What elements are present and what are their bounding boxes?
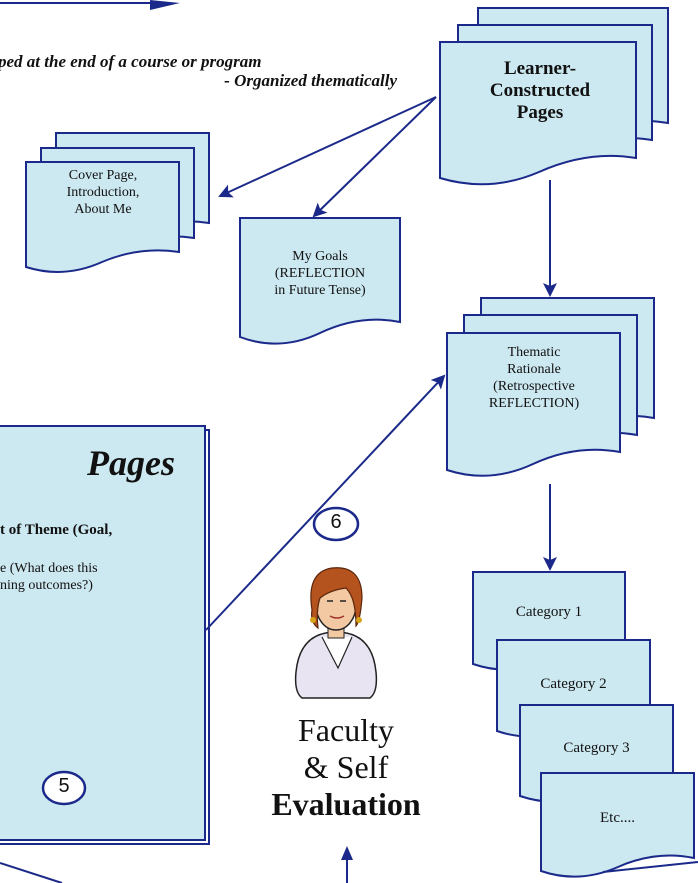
thematic-line-1: Thematic (507, 345, 561, 360)
header-line-2: - Organized thematically (224, 71, 397, 90)
category-3-label: Category 3 (563, 740, 630, 756)
thematic-line-3: (Retrospective (493, 379, 575, 394)
my-goals-line-1: My Goals (292, 249, 348, 264)
badge-5-number: 5 (58, 775, 70, 797)
cover-page-line-2: Introduction, (66, 185, 140, 200)
pages-panel-line-2b: ning outcomes?) (0, 578, 93, 593)
learner-pages-label: Learner- Constructed Pages (460, 58, 620, 124)
learner-pages-line-2: Constructed (489, 80, 591, 101)
learner-pages-stack (439, 7, 669, 186)
evaluation-label: Faculty & Self Evaluation (256, 712, 436, 823)
evaluation-line-3: Evaluation (271, 786, 421, 822)
thematic-label: Thematic Rationale (Retrospective REFLEC… (450, 344, 618, 412)
thematic-stack (446, 297, 655, 477)
pages-panel-title: Pages (87, 443, 175, 483)
arrow-to-cover (218, 96, 437, 198)
category-2-label: Category 2 (540, 676, 607, 692)
evaluation-line-1: Faculty (298, 712, 394, 748)
thematic-line-2: Rationale (507, 362, 561, 377)
learner-pages-line-3: Pages (516, 102, 564, 123)
top-left-arrowhead (150, 0, 180, 10)
pages-panel-line-1: t of Theme (Goal, (0, 522, 113, 538)
my-goals-line-2: (REFLECTION (274, 266, 366, 281)
thematic-line-4: REFLECTION) (488, 396, 580, 411)
pages-panel-box (0, 425, 210, 845)
evaluation-line-2: & Self (303, 749, 389, 785)
my-goals-page (239, 217, 401, 345)
category-1-label: Category 1 (515, 604, 583, 620)
badge-5-circle (41, 770, 87, 806)
badge-6-circle (312, 506, 360, 542)
etc-page (540, 772, 695, 878)
cover-page-stack (25, 132, 210, 273)
arrow-to-goals (312, 96, 437, 218)
etc-label: Etc.... (600, 810, 635, 826)
my-goals-label: My Goals (REFLECTION in Future Tense) (242, 248, 398, 299)
header-line-1: ped at the end of a course or program (0, 52, 262, 71)
faculty-figure (294, 567, 378, 699)
bottom-line-right (602, 861, 698, 873)
cover-page-label: Cover Page, Introduction, About Me (30, 167, 176, 218)
arrow-panel-to-thematic (205, 374, 446, 631)
arrowhead-up-evaluation (341, 846, 353, 860)
badge-6-number: 6 (330, 511, 342, 533)
my-goals-line-3: in Future Tense) (274, 283, 366, 298)
learner-pages-line-1: Learner- (503, 58, 577, 79)
cover-page-line-3: About Me (74, 202, 132, 217)
pages-panel-line-2a: e (What does this (0, 561, 98, 576)
bottom-line-left (0, 862, 63, 883)
cover-page-line-1: Cover Page, (68, 168, 138, 183)
